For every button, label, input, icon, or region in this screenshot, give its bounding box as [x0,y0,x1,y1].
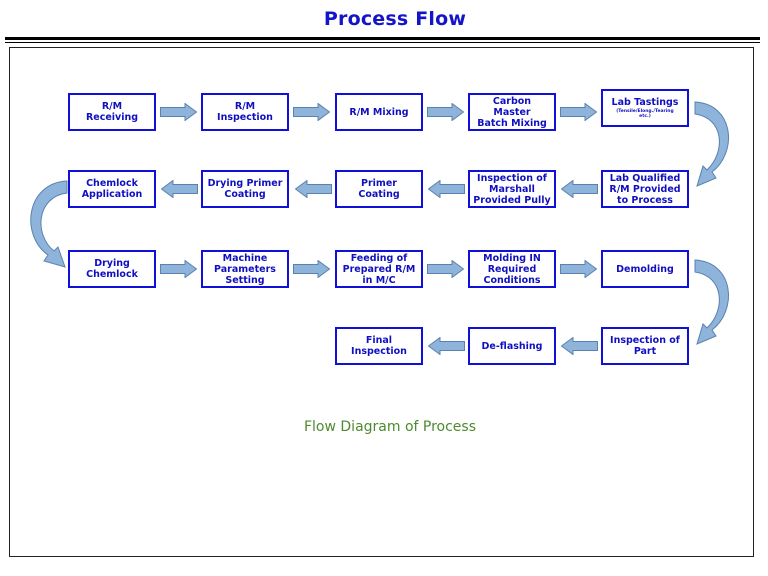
arrow-right-icon [160,260,197,278]
curved-arrow-down-icon [694,259,729,345]
step-label: Demolding [616,263,674,275]
title-rule-thin [5,42,760,43]
step-de-flashing: De-flashing [468,327,556,365]
arrow-right-icon [427,103,464,121]
arrow-right-icon [293,260,330,278]
step-label: R/M Inspection [217,101,273,123]
arrow-right-icon [427,260,464,278]
step-rm-mixing: R/M Mixing [335,93,423,131]
step-label: Lab Tastings [611,96,679,108]
arrow-right-icon [560,260,597,278]
arrow-left-icon [428,180,465,198]
arrow-left-icon [561,337,598,355]
arrow-left-icon [561,180,598,198]
arrow-left-icon [295,180,332,198]
step-rm-inspection: R/M Inspection [201,93,289,131]
diagram-caption: Flow Diagram of Process [303,419,477,435]
step-demolding: Demolding [601,250,689,288]
curved-arrow-down-right-icon [30,180,68,268]
step-primer-coating: Primer Coating [335,170,423,208]
step-label: R/M Mixing [349,106,409,118]
arrow-left-icon [161,180,198,198]
arrow-left-icon [428,337,465,355]
title-rule-thick [5,37,760,40]
arrow-right-icon [293,103,330,121]
arrow-right-icon [560,103,597,121]
curved-arrow-down-icon [694,101,729,187]
page-title: Process Flow [323,8,467,30]
diagram-frame [9,47,754,557]
arrow-right-icon [160,103,197,121]
step-label: De-flashing [481,340,543,352]
step-label: Primer Coating [358,178,400,200]
